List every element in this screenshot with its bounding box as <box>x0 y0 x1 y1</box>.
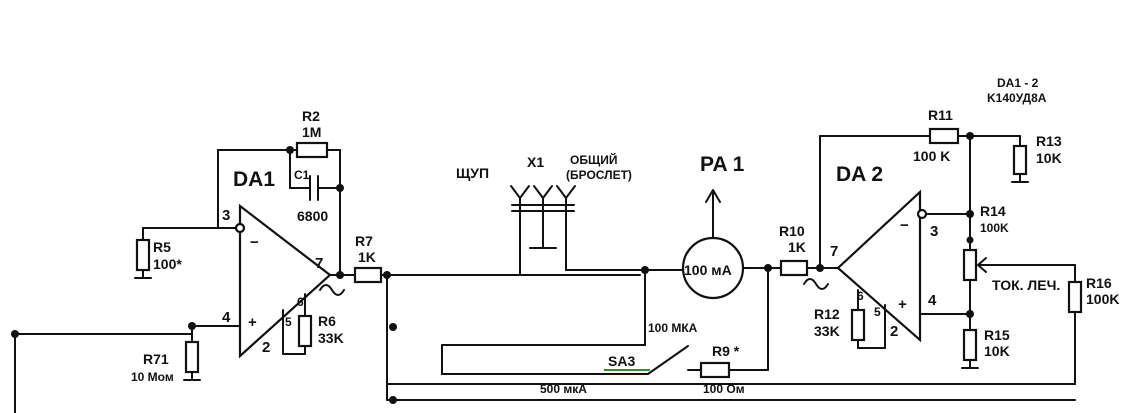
junction-r14 <box>966 210 974 218</box>
da1-pin2: 2 <box>262 339 270 356</box>
da2-pin3: 3 <box>930 223 938 240</box>
junction-left-input <box>11 330 19 338</box>
da1-label: DA1 <box>233 168 275 191</box>
r15-resistor <box>962 328 978 362</box>
r9-value: 100 Ом <box>703 382 745 396</box>
da2-pin6: 6 <box>857 289 864 303</box>
sa3-label: SA3 <box>608 353 635 369</box>
sa3-pos1: 100 МКА <box>648 321 698 335</box>
r12-value: 33K <box>814 323 840 339</box>
r7-label: R7 <box>355 233 373 249</box>
da1-pin3: 3 <box>222 207 230 224</box>
x1-probe-label: ЩУП <box>456 165 489 181</box>
r11-value: 100 K <box>913 148 950 164</box>
r15-label: R15 <box>984 327 1010 343</box>
r13-label: R13 <box>1036 133 1062 149</box>
sa3-switch-wiring <box>441 267 769 375</box>
sa3-pos2: 500 мкА <box>540 382 587 396</box>
r10-label: R10 <box>779 223 805 239</box>
r10-resistor <box>779 259 809 277</box>
x1-label: X1 <box>527 154 544 170</box>
junction-r14-pot <box>966 236 974 244</box>
da1-minus-sign: − <box>250 234 259 251</box>
r5-label: R5 <box>153 239 171 255</box>
r16-value: 100K <box>1086 291 1119 307</box>
pa1-scale: 100 мА <box>684 262 732 278</box>
junction-da1-out <box>336 271 344 279</box>
r6-value: 33K <box>318 330 344 346</box>
r11-resistor <box>928 127 960 145</box>
da1-pin4: 4 <box>222 309 231 326</box>
r71-label: R71 <box>143 351 169 367</box>
r14-potentiometer <box>962 248 978 282</box>
junction-r7-out <box>383 271 391 279</box>
x1-common-sublabel: (БРОСЛЕТ) <box>566 168 632 182</box>
junction-r2 <box>286 146 294 154</box>
da2-opamp <box>836 189 922 343</box>
da2-pin7: 7 <box>830 243 838 260</box>
r6-label: R6 <box>318 313 336 329</box>
chip-type-line1: DA1 - 2 <box>997 76 1039 90</box>
pa1-label: PA 1 <box>700 153 745 176</box>
x1-connector <box>510 185 646 276</box>
r13-resistor <box>1012 144 1028 176</box>
r14-value: 100K <box>980 221 1009 235</box>
pot-function-label: ТОК. ЛЕЧ. <box>992 277 1060 293</box>
x1-common-label: ОБЩИЙ <box>570 152 617 167</box>
r12-label: R12 <box>814 306 840 322</box>
r10-value: 1K <box>788 239 806 255</box>
junction-c1 <box>336 184 344 192</box>
junction-r11-r13 <box>966 132 974 140</box>
r7-resistor <box>353 266 383 284</box>
junction-r71 <box>188 322 196 330</box>
da1-pin5: 5 <box>285 315 292 329</box>
r7-value: 1K <box>358 249 376 265</box>
da2-label: DA 2 <box>836 163 883 186</box>
r2-resistor <box>295 141 329 159</box>
left-input-wires <box>14 274 1076 413</box>
r2-label: R2 <box>302 108 320 124</box>
r5-resistor <box>135 238 151 272</box>
da2-inv-input-open <box>916 208 928 220</box>
da2-minus-sign: − <box>900 217 909 234</box>
da1-opamp <box>238 203 332 359</box>
r12-resistor <box>850 308 866 342</box>
junction-bottom-rail <box>389 323 397 331</box>
r9-resistor <box>699 361 731 379</box>
r71-resistor <box>184 340 200 374</box>
da2-pin5: 5 <box>874 305 881 319</box>
meter-arrow-head <box>705 189 721 203</box>
da1-pin7: 7 <box>315 255 323 272</box>
junction-bottom-left <box>389 396 397 404</box>
junction-r15 <box>966 310 974 318</box>
r16-resistor <box>1067 280 1083 314</box>
r16-label: R16 <box>1086 275 1112 291</box>
r9-label: R9 * <box>712 343 740 359</box>
r6-resistor <box>297 314 313 348</box>
r11-label: R11 <box>928 107 953 123</box>
da2-pin4: 4 <box>928 292 937 309</box>
r13-value: 10K <box>1036 150 1062 166</box>
r5-value: 100* <box>153 256 182 272</box>
chip-type-line2: K140УД8А <box>987 91 1047 105</box>
da1-pin6: 6 <box>297 295 304 309</box>
r2-value: 1M <box>302 124 321 140</box>
r71-value: 10 Мом <box>131 370 174 384</box>
c1-label: C1 <box>294 168 310 182</box>
da2-plus-sign: + <box>898 296 907 313</box>
r14-wiper-arrow <box>977 257 987 273</box>
da1-plus-sign: + <box>248 314 257 331</box>
r15-value: 10K <box>984 343 1010 359</box>
c1-value: 6800 <box>297 208 328 224</box>
da1-inv-input-open <box>234 222 246 234</box>
r14-label: R14 <box>980 203 1006 219</box>
da2-pin2: 2 <box>890 323 898 340</box>
junction-da2-out <box>816 264 824 272</box>
